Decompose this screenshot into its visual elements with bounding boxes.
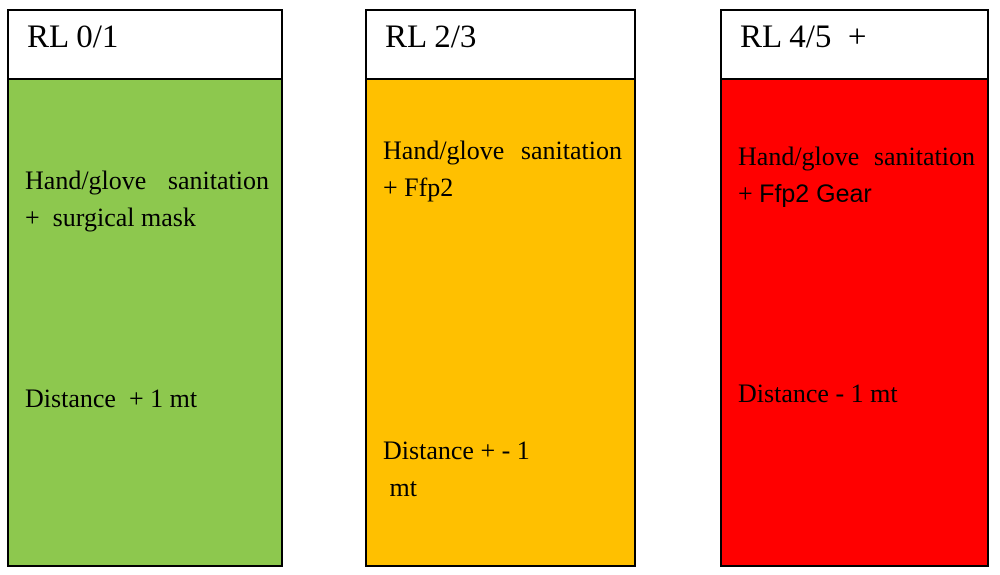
ppe-requirement-text-sans-run: Ffp2 Gear bbox=[759, 180, 872, 208]
risk-card-title: RL 4/5 + bbox=[740, 19, 867, 55]
ppe-requirement-text: Hand/glove sanitation + surgical mask bbox=[25, 166, 269, 232]
risk-card-header-rl-0-1: RL 0/1 bbox=[9, 11, 281, 80]
risk-card-title: RL 2/3 bbox=[385, 19, 477, 55]
risk-card-rl-0-1: RL 0/1 Hand/glove sanitation + surgical … bbox=[7, 9, 283, 567]
risk-card-rl-2-3: RL 2/3 Hand/glove sanitation + Ffp2 Dist… bbox=[365, 9, 636, 567]
risk-card-body-rl-2-3: Hand/glove sanitation + Ffp2 Distance + … bbox=[367, 80, 634, 565]
risk-card-title: RL 0/1 bbox=[27, 19, 119, 55]
risk-card-rl-4-5-plus: RL 4/5 + Hand/glove sanitation + Ffp2 Ge… bbox=[720, 9, 989, 567]
distance-requirement-text: Distance + 1 mt bbox=[25, 384, 198, 413]
risk-card-body-rl-0-1: Hand/glove sanitation + surgical mask Di… bbox=[9, 80, 281, 565]
distance-requirement-text: Distance + - 1 mt bbox=[383, 436, 530, 502]
risk-card-header-rl-2-3: RL 2/3 bbox=[367, 11, 634, 80]
ppe-requirement-text: Hand/glove sanitation + Ffp2 bbox=[383, 136, 634, 202]
risk-card-body-rl-4-5-plus: Hand/glove sanitation + Ffp2 Gear Distan… bbox=[722, 80, 987, 565]
risk-card-header-rl-4-5-plus: RL 4/5 + bbox=[722, 11, 987, 80]
ppe-requirement-text-serif-run: Hand/glove sanitation + bbox=[738, 142, 987, 208]
distance-requirement-text: Distance - 1 mt bbox=[738, 379, 898, 408]
ppe-requirement-text: Hand/glove sanitation + Ffp2 Gear bbox=[738, 138, 975, 213]
